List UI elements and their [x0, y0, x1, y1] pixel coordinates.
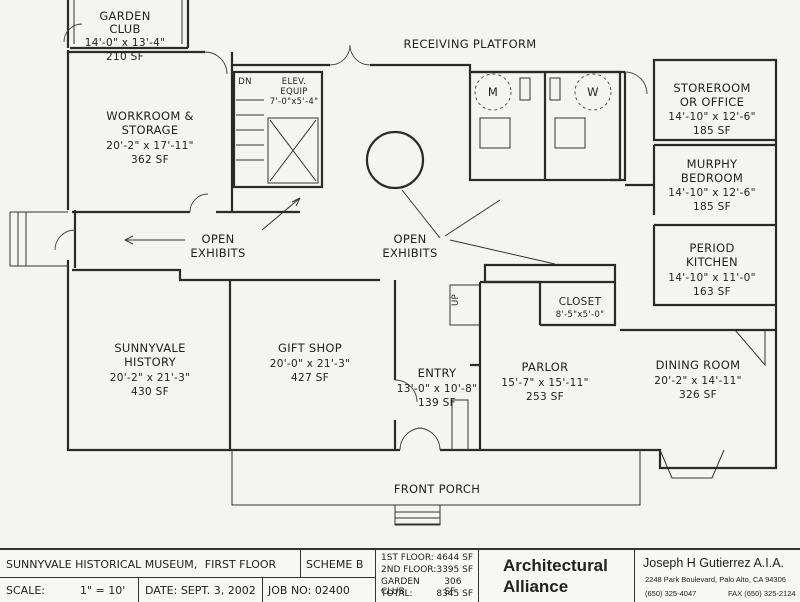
murphy-name2: BEDROOM	[681, 171, 743, 185]
right-wing	[610, 70, 776, 479]
elevator-dims: 7'-0"x5'-4"	[270, 97, 319, 107]
history-name1: SUNNYVALE	[114, 341, 185, 355]
dining-name: DINING ROOM	[656, 358, 741, 372]
restroom-w-label: W	[587, 85, 599, 99]
date-label: DATE: SEPT. 3, 2002	[145, 584, 256, 597]
architect-fax: FAX (650) 325-2124	[728, 589, 796, 598]
floor-name: FIRST FLOOR	[204, 558, 277, 571]
area-label-1: 1ST FLOOR:	[381, 553, 434, 563]
storeroom-name2: OR OFFICE	[680, 95, 744, 109]
title-block: SUNNYVALE HISTORICAL MUSEUM, FIRST FLOOR…	[0, 548, 800, 602]
area-value-4: 8345 SF	[436, 589, 473, 599]
entry-area: 139 SF	[418, 397, 456, 409]
parlor-area: 253 SF	[526, 391, 564, 403]
receiving-platform-label: RECEIVING PLATFORM	[404, 37, 537, 51]
elevator-stair	[232, 70, 324, 189]
scale-value: 1" = 10'	[80, 584, 126, 597]
architect-address: 2248 Park Boulevard, Palo Alto, CA 94306	[645, 575, 786, 584]
workroom-dims: 20'-2" x 17'-11"	[106, 140, 193, 152]
parlor-name: PARLOR	[522, 360, 569, 374]
garden-club-dims: 14'-0" x 13'-4"	[85, 37, 165, 49]
murphy-area: 185 SF	[693, 201, 731, 213]
dining-area: 326 SF	[679, 389, 717, 401]
area-value-1: 4644 SF	[436, 553, 473, 563]
open-exhibits-center-name1: OPEN	[393, 232, 426, 246]
stair-up-label: UP	[451, 294, 461, 306]
garden-club-name1: GARDEN	[99, 9, 150, 23]
gift-shop-area: 427 SF	[291, 372, 329, 384]
door-swings	[54, 44, 648, 403]
murphy-dims: 14'-10" x 12'-6"	[668, 187, 755, 199]
front-porch-label: FRONT PORCH	[394, 482, 480, 496]
workroom-area: 362 SF	[131, 154, 169, 166]
firm-name-line2: Alliance	[503, 577, 569, 596]
kitchen-name2: KITCHEN	[686, 255, 738, 269]
area-value-3: 306 SF	[444, 577, 462, 597]
storeroom-dims: 14'-10" x 12'-6"	[668, 111, 755, 123]
murphy-name1: MURPHY	[687, 157, 738, 171]
restroom-m-label: M	[488, 85, 498, 99]
dining-dims: 20'-2" x 14'-11"	[654, 375, 741, 387]
project-name: SUNNYVALE HISTORICAL MUSEUM,	[6, 558, 198, 571]
history-area: 430 SF	[131, 386, 169, 398]
closet-dims: 8'-5"x5'-0"	[556, 310, 605, 320]
floor-plan: GARDEN CLUB 14'-0" x 13'-4" 210 SF RECEI…	[9, 0, 778, 526]
elevator-name1: ELEV.	[282, 77, 306, 87]
garden-club-name2: CLUB	[109, 22, 140, 36]
gift-shop-dims: 20'-0" x 21'-3"	[270, 358, 350, 370]
workroom-name1: WORKROOM &	[106, 109, 194, 123]
architect-phone: (650) 325-4047	[645, 589, 697, 598]
display-circle	[365, 130, 425, 190]
area-label-4: TOTAL:	[381, 589, 413, 599]
garden-club-outline	[63, 0, 190, 50]
scale-label: SCALE:	[6, 584, 45, 597]
architect-name: Joseph H Gutierrez A.I.A.	[643, 556, 785, 570]
area-label-3: GARDEN CLUB:	[381, 577, 420, 597]
area-label-2: 2ND FLOOR:	[381, 565, 437, 575]
parlor-dims: 15'-7" x 15'-11"	[501, 377, 588, 389]
storeroom-name1: STOREROOM	[673, 81, 750, 95]
exhibit-arrows	[124, 189, 556, 265]
kitchen-area: 163 SF	[693, 286, 731, 298]
history-dims: 20'-2" x 21'-3"	[110, 372, 190, 384]
entry-name: ENTRY	[418, 366, 457, 380]
area-value-2: 3395 SF	[436, 565, 473, 575]
entry-dims: 13'-0" x 10'-8"	[397, 383, 477, 395]
garden-club-area: 210 SF	[106, 51, 144, 63]
job-label: JOB NO: 02400	[268, 584, 350, 597]
restrooms	[468, 70, 622, 182]
center-south-rooms	[399, 263, 776, 451]
storeroom-area: 185 SF	[693, 125, 731, 137]
history-name2: HISTORY	[124, 355, 176, 369]
scheme-label: SCHEME B	[306, 558, 364, 571]
elevator-name2: EQUIP	[280, 87, 307, 97]
kitchen-name1: PERIOD	[689, 241, 734, 255]
open-exhibits-left-name1: OPEN	[201, 232, 234, 246]
kitchen-dims: 14'-10" x 11'-0"	[668, 272, 755, 284]
gift-shop-name: GIFT SHOP	[278, 341, 342, 355]
closet-name: CLOSET	[559, 296, 602, 308]
firm-name-line1: Architectural	[503, 556, 608, 575]
workroom-name2: STORAGE	[122, 123, 179, 137]
open-exhibits-center-name2: EXHIBITS	[382, 246, 437, 260]
building-walls	[9, 50, 778, 526]
stair-dn-label: DN	[238, 77, 252, 87]
open-exhibits-left-name2: EXHIBITS	[190, 246, 245, 260]
